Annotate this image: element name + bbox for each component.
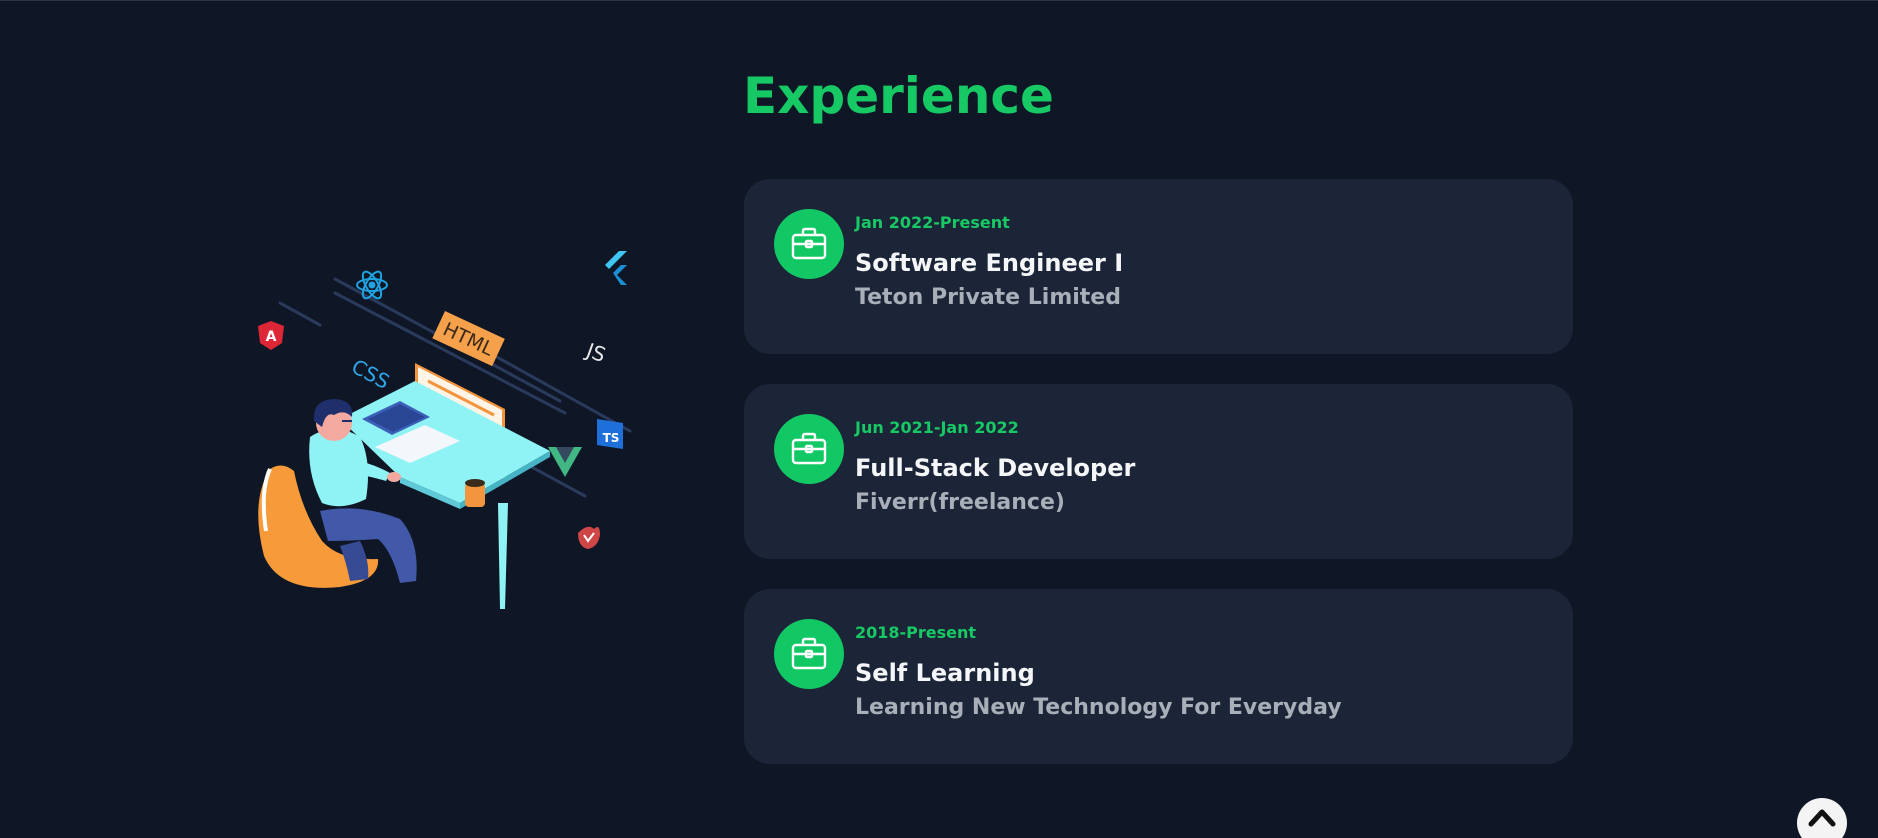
js-label: JS bbox=[581, 337, 609, 367]
section-title: Experience bbox=[743, 67, 1054, 125]
gulp-icon bbox=[578, 526, 600, 549]
vue-icon bbox=[548, 447, 582, 477]
ts-label: TS bbox=[603, 431, 620, 445]
mug bbox=[465, 479, 485, 507]
experience-company: Teton Private Limited bbox=[855, 285, 1121, 310]
css-label: CSS bbox=[348, 354, 394, 394]
experience-period: Jun 2021-Jan 2022 bbox=[855, 418, 1019, 437]
experience-role: Full-Stack Developer bbox=[855, 454, 1136, 482]
experience-card: Jun 2021-Jan 2022 Full-Stack Developer F… bbox=[744, 384, 1573, 559]
experience-role: Self Learning bbox=[855, 659, 1035, 687]
html-tag: HTML bbox=[432, 311, 505, 367]
scroll-to-top-button[interactable] bbox=[1797, 798, 1847, 838]
experience-company: Fiverr(freelance) bbox=[855, 490, 1065, 515]
experience-list: Jan 2022-Present Software Engineer I Tet… bbox=[744, 179, 1573, 794]
chevron-up-icon bbox=[1808, 809, 1836, 827]
angular-label: A bbox=[266, 329, 277, 345]
experience-period: 2018-Present bbox=[855, 623, 977, 642]
experience-period: Jan 2022-Present bbox=[855, 213, 1010, 232]
briefcase-icon bbox=[774, 209, 844, 279]
experience-card: 2018-Present Self Learning Learning New … bbox=[744, 589, 1573, 764]
briefcase-icon bbox=[774, 619, 844, 689]
typescript-icon: TS bbox=[597, 419, 623, 449]
angular-icon: A bbox=[258, 321, 284, 350]
flutter-icon bbox=[605, 251, 627, 285]
experience-card: Jan 2022-Present Software Engineer I Tet… bbox=[744, 179, 1573, 354]
experience-role: Software Engineer I bbox=[855, 249, 1124, 277]
experience-company: Learning New Technology For Everyday bbox=[855, 695, 1342, 720]
react-icon bbox=[356, 270, 388, 300]
person bbox=[258, 399, 417, 588]
developer-illustration: A CSS JS HTML TS bbox=[258, 251, 632, 609]
briefcase-icon bbox=[774, 414, 844, 484]
